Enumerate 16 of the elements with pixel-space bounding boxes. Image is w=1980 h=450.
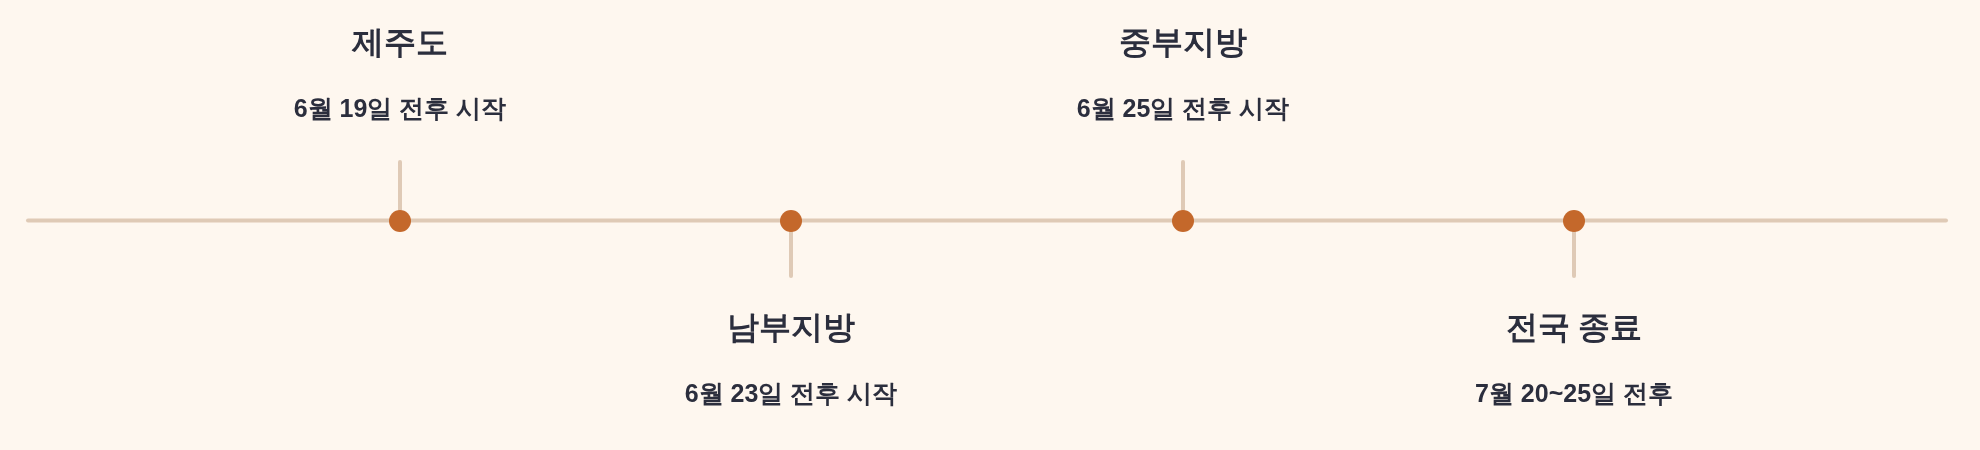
leader-line xyxy=(1181,160,1185,212)
timeline-dot xyxy=(389,209,411,232)
leader-line xyxy=(1572,229,1576,278)
event-date: 7월 20~25일 전후 xyxy=(1475,378,1673,409)
leader-line xyxy=(789,229,793,278)
timeline-dot xyxy=(1172,209,1194,232)
event-date: 6월 23일 전후 시작 xyxy=(684,378,898,409)
event-date: 6월 19일 전후 시작 xyxy=(293,93,507,124)
timeline-dot xyxy=(780,209,802,232)
leader-line xyxy=(398,160,402,212)
event-title: 전국 종료 xyxy=(1505,308,1643,347)
timeline-dot xyxy=(1563,209,1585,232)
event-title: 중부지방 xyxy=(1119,23,1247,62)
event-title: 제주도 xyxy=(352,23,448,62)
event-date: 6월 25일 전후 시작 xyxy=(1076,93,1290,124)
event-title: 남부지방 xyxy=(727,308,855,347)
